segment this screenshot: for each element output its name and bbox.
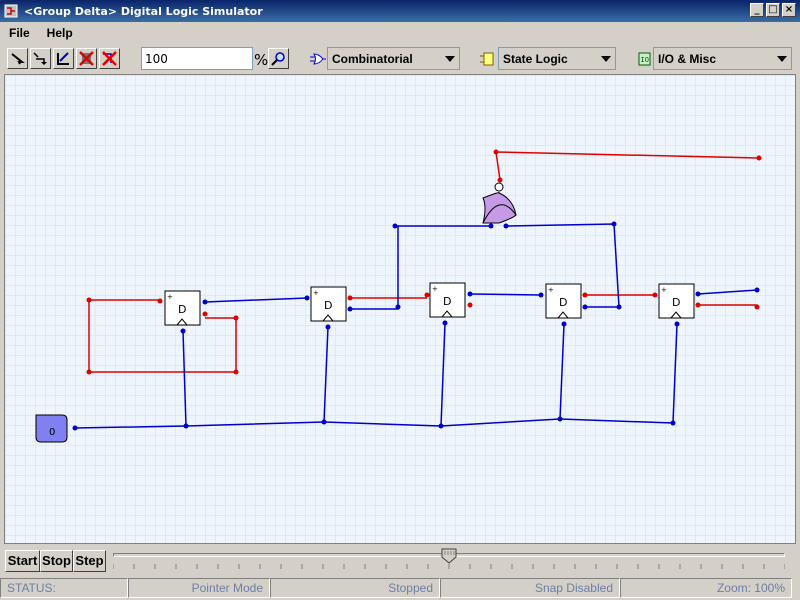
chevron-down-icon (777, 56, 787, 62)
svg-text:+: + (167, 293, 173, 301)
move-tool-button[interactable] (53, 48, 74, 69)
pointer-icon (11, 53, 25, 65)
magnifier-icon (271, 52, 285, 66)
clock-label: 0 (49, 427, 55, 438)
wire[interactable] (469, 293, 542, 296)
d-flip-flop[interactable]: D + (429, 282, 466, 318)
io-icon: IO (638, 52, 651, 66)
svg-text:IO: IO (641, 56, 649, 64)
chevron-down-icon (601, 56, 611, 62)
status-bar: STATUS: Pointer Mode Stopped Snap Disabl… (0, 578, 800, 600)
move-icon (57, 52, 69, 65)
wire[interactable] (88, 300, 237, 373)
d-flip-flop[interactable]: D + (545, 283, 582, 319)
io-misc-label: I/O & Misc (658, 51, 717, 66)
status-label: STATUS: (0, 578, 128, 598)
svg-text:+: + (313, 289, 319, 297)
circuit-canvas[interactable]: D + D + D + D + D + (4, 74, 796, 544)
start-button[interactable]: Start (5, 550, 40, 572)
low-wires (74, 223, 758, 429)
wire-icon (33, 52, 47, 65)
menu-file[interactable]: File (9, 26, 30, 40)
svg-text:+: + (661, 286, 667, 294)
combinatorial-dropdown[interactable]: Combinatorial (327, 47, 460, 70)
chevron-down-icon (445, 56, 455, 62)
wire-tool-button[interactable] (30, 48, 51, 69)
wire[interactable] (74, 418, 674, 429)
delete-wire-icon (102, 51, 117, 66)
zoom-input[interactable] (141, 47, 253, 70)
flip-flop-icon (480, 52, 494, 66)
d-flip-flop[interactable]: D + (164, 290, 201, 326)
wire[interactable] (559, 323, 565, 420)
low-junctions (72, 221, 760, 431)
minimize-button[interactable]: _ (750, 3, 764, 17)
speed-slider-thumb[interactable] (441, 548, 457, 564)
clock-input[interactable]: 0 (35, 414, 68, 443)
flipflop-label: D (672, 296, 680, 309)
title-bar: <Group Delta> Digital Logic Simulator _ … (0, 0, 800, 22)
status-simulation: Stopped (270, 578, 440, 598)
circuit-diagram: D + D + D + D + D + (35, 149, 762, 443)
pointer-tool-button[interactable] (7, 48, 28, 69)
wire[interactable] (204, 297, 308, 303)
wire[interactable] (182, 330, 187, 427)
delete-tool-button[interactable] (76, 48, 97, 69)
status-zoom: Zoom: 100% (620, 578, 792, 598)
wire[interactable] (672, 323, 678, 424)
d-flip-flop[interactable]: D + (658, 283, 695, 319)
status-mode: Pointer Mode (128, 578, 270, 598)
close-button[interactable]: × (782, 3, 796, 17)
delete-icon (79, 51, 94, 66)
toolbar: % Combinatorial State Logic IO I/O & Mis… (0, 44, 800, 74)
zoom-percent-label: % (254, 51, 269, 69)
speed-slider-ticks (113, 564, 785, 569)
zoom-button[interactable] (268, 48, 289, 69)
state-logic-dropdown[interactable]: State Logic (498, 47, 616, 70)
wire[interactable] (323, 326, 329, 423)
status-snap: Snap Disabled (440, 578, 620, 598)
delete-wire-tool-button[interactable] (99, 48, 120, 69)
stop-button[interactable]: Stop (40, 550, 73, 572)
or-gate-icon (310, 53, 326, 65)
d-flip-flop[interactable]: D + (310, 286, 347, 322)
high-junctions (86, 149, 762, 375)
wire[interactable] (505, 223, 620, 308)
step-button[interactable]: Step (73, 550, 106, 572)
high-wires (88, 151, 760, 373)
combinatorial-label: Combinatorial (332, 51, 413, 66)
io-misc-dropdown[interactable]: I/O & Misc (653, 47, 792, 70)
wire[interactable] (440, 322, 446, 427)
flipflop-label: D (324, 299, 332, 312)
flipflop-label: D (178, 303, 186, 316)
wire[interactable] (697, 289, 758, 295)
svg-text:+: + (548, 286, 554, 294)
menu-help[interactable]: Help (46, 26, 73, 40)
window-title: <Group Delta> Digital Logic Simulator (24, 4, 263, 18)
app-icon (4, 4, 18, 18)
simulation-controls: Start Stop Step (0, 548, 800, 576)
nor-gate[interactable] (482, 182, 517, 224)
flipflop-label: D (559, 296, 567, 309)
svg-text:+: + (432, 285, 438, 293)
menu-bar: File Help (0, 22, 800, 44)
wire[interactable] (350, 225, 491, 310)
maximize-button[interactable]: □ (766, 3, 780, 17)
flipflop-label: D (443, 295, 451, 308)
state-logic-label: State Logic (503, 51, 568, 66)
wire[interactable] (495, 151, 760, 181)
